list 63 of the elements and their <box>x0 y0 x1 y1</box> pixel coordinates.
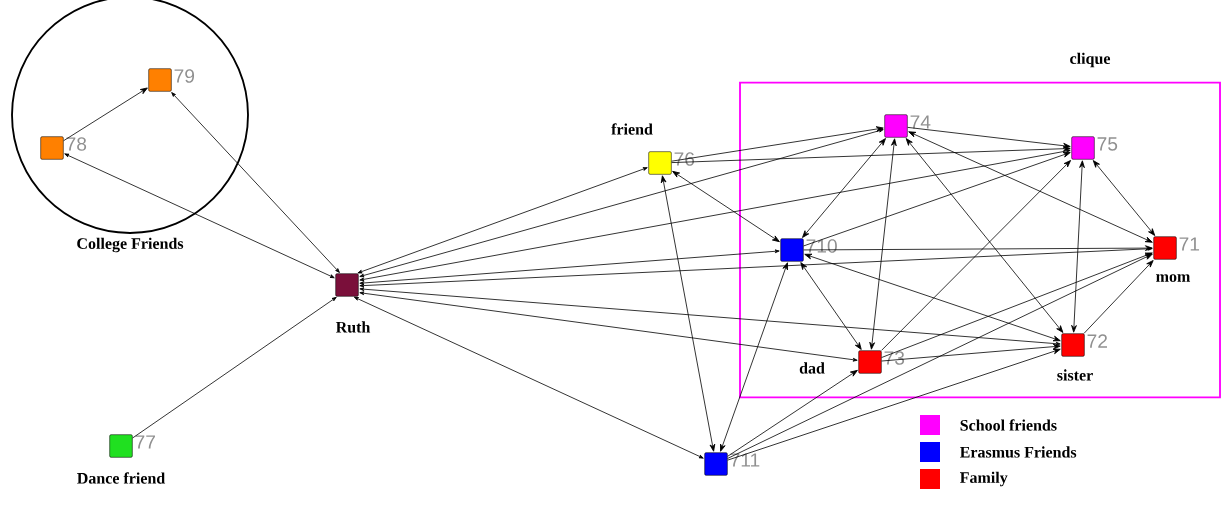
arrow <box>802 138 886 238</box>
arrow <box>727 253 1153 459</box>
arrow <box>869 138 897 350</box>
arrow <box>357 167 648 274</box>
arrow <box>359 128 884 278</box>
arrow <box>881 252 1153 358</box>
node-square: 74 <box>884 114 931 138</box>
node-square: 78 <box>40 136 87 160</box>
legend-label: Family <box>960 471 1008 487</box>
node-label: 77 <box>135 435 155 449</box>
node-square: 75 <box>1071 136 1118 160</box>
node-label: College Friends <box>77 237 184 253</box>
arrow <box>63 87 148 142</box>
arrow <box>803 152 1071 247</box>
arrow <box>660 175 716 452</box>
arrow <box>1092 160 1156 236</box>
arrow <box>353 296 704 459</box>
arrow <box>1071 160 1085 333</box>
node-square: 72 <box>1061 333 1107 357</box>
name-label: mom <box>1156 274 1191 282</box>
arrow <box>908 131 1153 243</box>
node-square: 711 <box>704 452 760 476</box>
arrow <box>359 291 858 362</box>
node-label: 79 <box>174 69 195 83</box>
arrow <box>672 170 780 243</box>
legend-label: Erasmus Friends <box>960 446 1077 458</box>
arrow <box>359 249 780 285</box>
arrow <box>881 160 1072 351</box>
node-label: 78 <box>66 137 87 151</box>
legend-label: School friends <box>960 419 1057 431</box>
node-label: 75 <box>1097 137 1118 151</box>
name-label: dad <box>799 362 825 374</box>
arrow <box>132 296 337 439</box>
arrow <box>804 253 1061 342</box>
arrow <box>905 138 1064 333</box>
arrow <box>907 126 1071 149</box>
name-label: sister <box>1057 369 1093 381</box>
arrow <box>671 145 1071 163</box>
node-square: 79 <box>148 68 195 92</box>
node-square: 77 <box>109 434 155 458</box>
arrow <box>1083 260 1154 334</box>
node-square: Ruth <box>335 273 371 333</box>
arrow <box>671 126 884 162</box>
arrow <box>803 245 1153 251</box>
arrow <box>64 153 335 279</box>
arrow <box>359 149 1071 282</box>
arrow <box>720 262 788 452</box>
name-label: Dance friend <box>77 472 166 484</box>
node-label: 74 <box>910 115 931 129</box>
node-label: 711 <box>730 453 760 467</box>
arrow <box>171 92 340 273</box>
arrow <box>800 262 862 350</box>
arrow <box>727 348 1061 461</box>
arrow <box>359 287 1061 346</box>
node-label: 71 <box>1179 237 1200 251</box>
node-label: 72 <box>1087 334 1107 348</box>
name-label: friend <box>611 123 653 135</box>
arrow <box>727 369 858 457</box>
node-label: Ruth <box>335 321 371 333</box>
node-label: clique <box>1070 52 1111 68</box>
arrow <box>881 343 1061 362</box>
node-square: 71 <box>1153 236 1200 260</box>
arrow <box>359 246 1153 288</box>
